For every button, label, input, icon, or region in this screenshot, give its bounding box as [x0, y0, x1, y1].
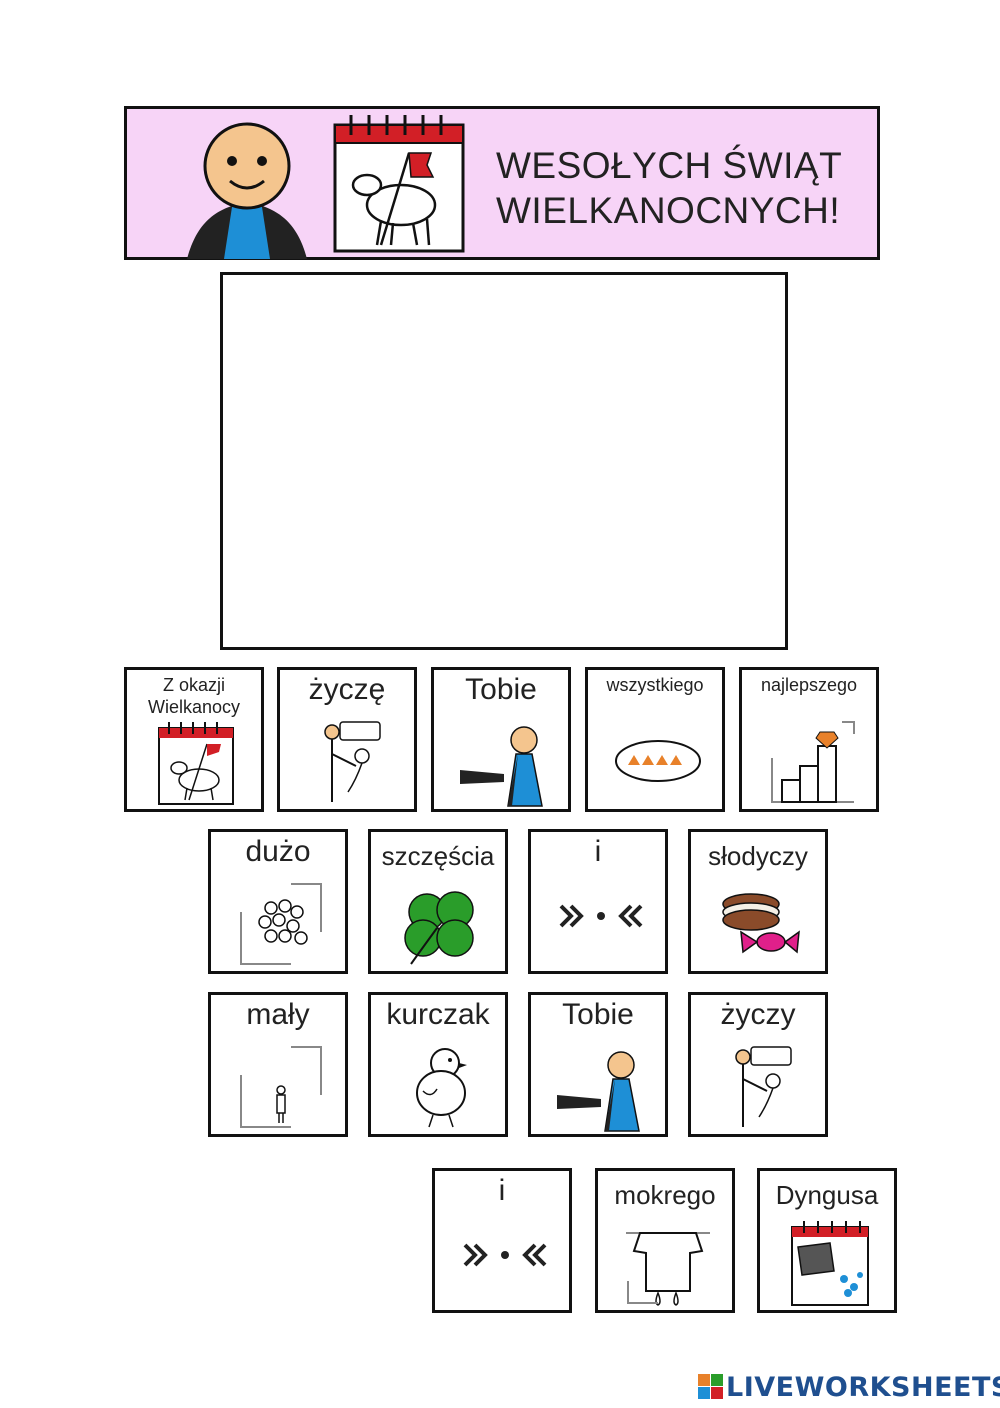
- word-card[interactable]: szczęścia: [368, 829, 508, 974]
- answer-drop-area[interactable]: [220, 272, 788, 650]
- word-card[interactable]: życzę: [277, 667, 417, 812]
- card-label: Z okazji Wielkanocy: [147, 675, 241, 717]
- card-label: wszystkiego: [606, 675, 704, 695]
- card-label: i: [594, 835, 602, 868]
- card-label: szczęścia: [381, 841, 495, 871]
- word-card[interactable]: i: [528, 829, 668, 974]
- word-card[interactable]: dużo: [208, 829, 348, 974]
- page-title: WESOŁYCH ŚWIĄT WIELKANOCNYCH!: [496, 145, 843, 231]
- point-person-icon: [557, 1051, 640, 1132]
- card-label: słodyczy: [708, 841, 808, 871]
- word-card[interactable]: i: [432, 1168, 572, 1313]
- dyngus-calendar-icon: [791, 1221, 869, 1306]
- many-dots-icon: [240, 883, 322, 965]
- small-person-icon: [240, 1046, 322, 1128]
- card-label: życzy: [720, 998, 796, 1031]
- wet-shirt-icon: [626, 1232, 710, 1306]
- card-label: i: [498, 1174, 506, 1207]
- card-label: mokrego: [614, 1180, 716, 1210]
- chick-icon: [416, 1048, 467, 1128]
- card-label: Tobie: [465, 673, 537, 706]
- card-label: mały: [246, 998, 310, 1031]
- live-badge-icon: [698, 1374, 723, 1399]
- card-label: dużo: [245, 835, 311, 868]
- footer-brand: LIVEWORKSHEETS: [726, 1371, 1000, 1403]
- and-arrows-icon: [463, 1243, 547, 1267]
- header-banner: [124, 106, 880, 260]
- word-card[interactable]: życzy: [688, 992, 828, 1137]
- card-label: kurczak: [386, 998, 490, 1031]
- all-plate-icon: [615, 740, 701, 782]
- word-card[interactable]: kurczak: [368, 992, 508, 1137]
- word-card[interactable]: wszystkiego: [585, 667, 725, 812]
- word-card[interactable]: Dyngusa: [757, 1168, 897, 1313]
- card-label: najlepszego: [760, 675, 858, 695]
- sweets-icon: [722, 893, 800, 954]
- easter-calendar-icon: [333, 115, 465, 253]
- word-card[interactable]: najlepszego: [739, 667, 879, 812]
- liveworksheets-logo: LIVEWORKSHEETS: [698, 1371, 1000, 1403]
- card-label: życzę: [308, 673, 386, 706]
- word-card[interactable]: Tobie: [528, 992, 668, 1137]
- best-podium-icon: [771, 721, 855, 803]
- point-person-icon: [460, 726, 543, 807]
- word-card[interactable]: słodyczy: [688, 829, 828, 974]
- easter-calendar-icon: [158, 722, 234, 805]
- word-card[interactable]: Tobie: [431, 667, 571, 812]
- word-card[interactable]: Z okazji Wielkanocy: [124, 667, 264, 812]
- word-card[interactable]: mokrego: [595, 1168, 735, 1313]
- clover-icon: [404, 891, 474, 965]
- wish-flower-icon: [735, 1046, 792, 1127]
- person-icon: [187, 122, 307, 259]
- and-arrows-icon: [559, 904, 643, 928]
- wish-flower-icon: [324, 721, 381, 802]
- word-card[interactable]: mały: [208, 992, 348, 1137]
- card-label: Tobie: [562, 998, 634, 1031]
- card-label: Dyngusa: [775, 1180, 879, 1210]
